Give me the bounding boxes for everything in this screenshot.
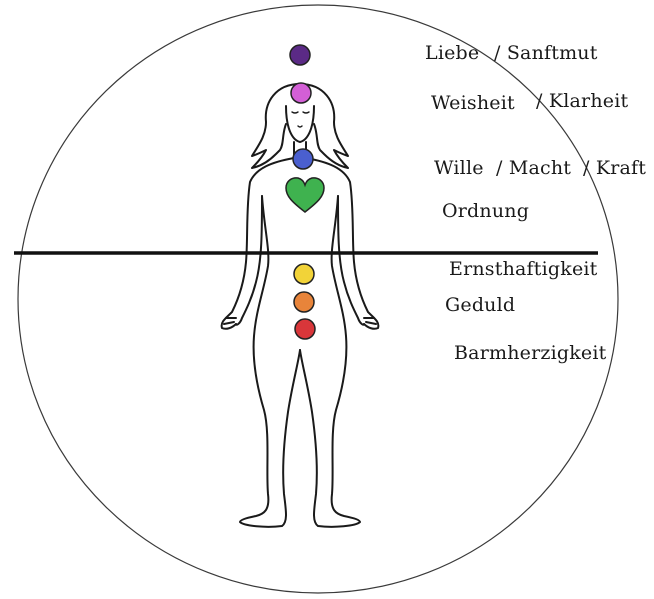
throat-chakra [293, 149, 313, 169]
label-barmherzigkeit: Barmherzigkeit [454, 342, 606, 364]
sacral-chakra [294, 292, 314, 312]
crown-chakra [290, 45, 310, 65]
heart-icon [286, 178, 324, 212]
label-ernsthaftigkeit: Ernsthaftigkeit [449, 258, 598, 280]
third-eye-chakra [291, 83, 311, 103]
root-chakra [295, 319, 315, 339]
outer-circle [18, 5, 618, 593]
label-ordnung: Ordnung [442, 200, 529, 222]
label-liebe: Liebe [425, 42, 479, 64]
label-geduld: Geduld [445, 294, 515, 316]
label-wille: Wille [434, 157, 484, 179]
label-weisheit: Weisheit [431, 92, 515, 114]
label-kraft: / Kraft [583, 157, 646, 179]
label-klarheit: / Klarheit [536, 90, 628, 112]
label-sanftmut: / Sanftmut [494, 42, 598, 64]
solar-plexus-chakra [294, 264, 314, 284]
label-macht: / Macht [496, 157, 571, 179]
